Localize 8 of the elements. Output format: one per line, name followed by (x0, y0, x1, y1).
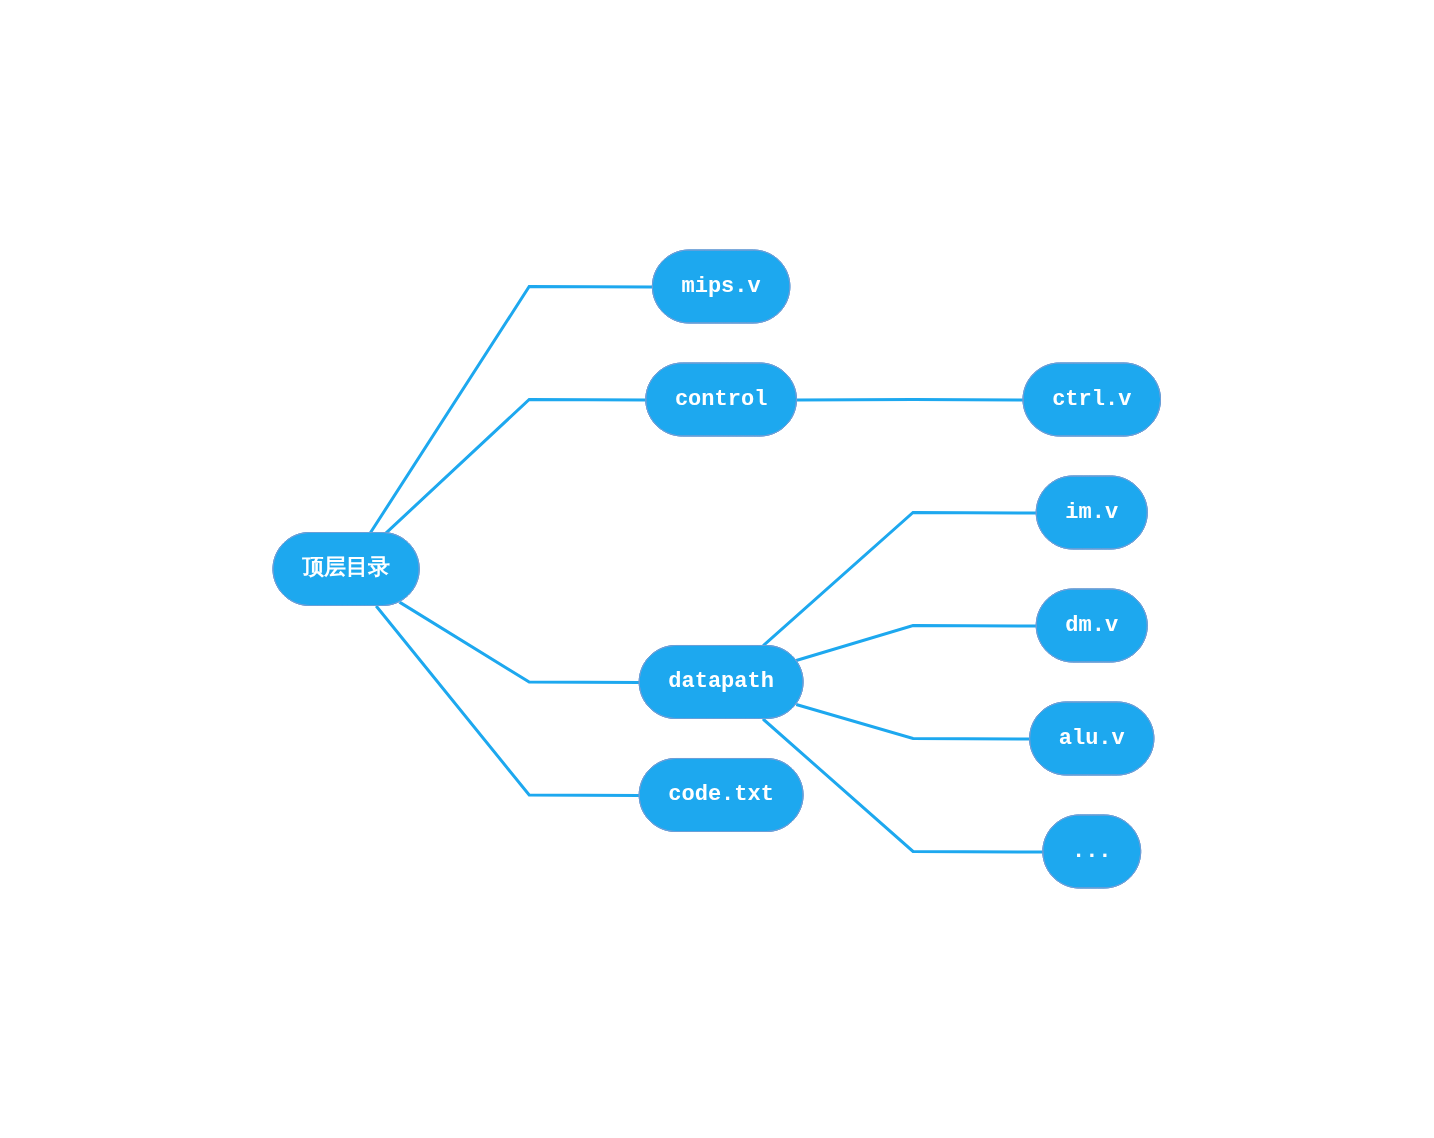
connector (762, 717, 1044, 854)
connector (796, 624, 1037, 662)
connector (399, 600, 640, 684)
connector (385, 398, 647, 535)
connector (375, 605, 640, 797)
connector (797, 398, 1024, 402)
connector (796, 703, 1031, 741)
connector (369, 285, 654, 534)
